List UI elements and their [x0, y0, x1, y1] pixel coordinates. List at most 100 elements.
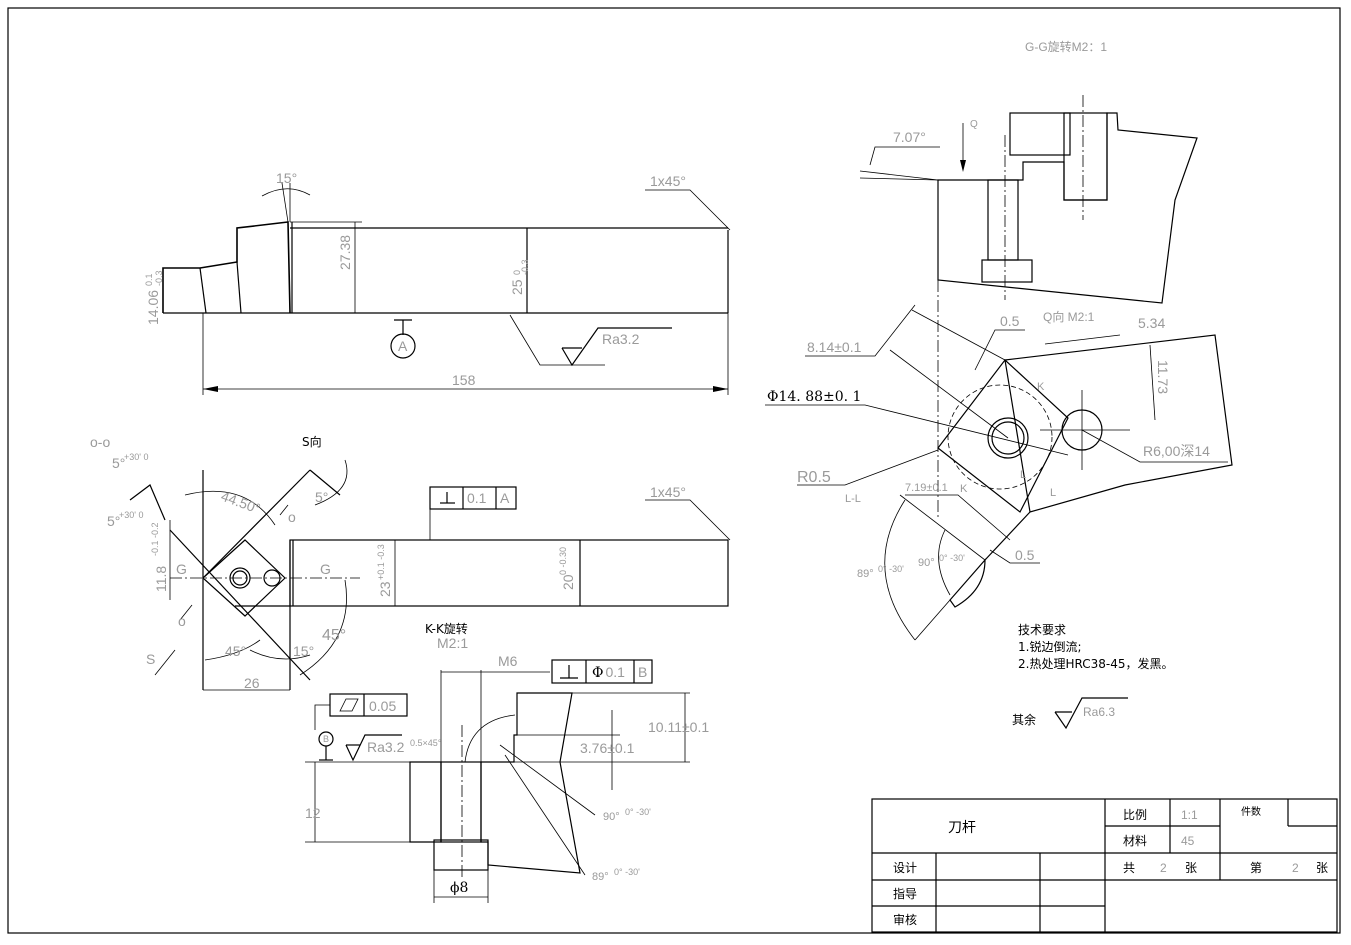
dim-20: 20: [560, 574, 576, 590]
head-tol-lower: -0.3: [154, 270, 164, 286]
kk-title: K-K旋转: [425, 621, 468, 636]
dim-phi8: ϕ8: [450, 880, 468, 896]
flatness-frame: 0.05: [314, 693, 408, 730]
angle-5-bottom: 5°: [107, 513, 120, 529]
section-oo-label: o-o: [90, 434, 110, 450]
head-tol-upper: 0.1: [144, 273, 154, 286]
length-158-dim: 158: [452, 372, 476, 388]
angle-89-tol: 0° -30': [614, 867, 640, 877]
front-chamfer-label: 1x45°: [650, 484, 686, 500]
angle-44-50: 44.50°: [219, 488, 263, 517]
front-view: 26 o-o 5° +30' 0 5° +30' 0 S向 44.50° 5° …: [90, 434, 731, 691]
review-label: 审核: [893, 912, 917, 927]
dim-12: 12: [305, 805, 321, 821]
angle-89: 89°: [592, 871, 609, 883]
guide-label: 指导: [893, 886, 917, 901]
dim-phi-14-88: Φ14. 88±0. 1: [767, 389, 861, 405]
dim-r6-depth: R6,00深14: [1143, 443, 1210, 459]
shank-25-tol-lower: -0.3: [520, 259, 530, 275]
dim-23-tol: +0.1 -0.3: [376, 544, 386, 580]
height-27-38: 27.38: [337, 235, 353, 270]
angle-90: 90°: [603, 811, 620, 823]
o-label-1: o: [288, 509, 296, 525]
technical-requirements: 技术要求 1.锐边倒流; 2.热处理HRC38-45，发黑。 其余 Ra6.3: [1012, 623, 1173, 730]
chamfer-05x45: 0.5×45°: [410, 738, 442, 748]
dim-7-19: 7.19±0.1: [905, 482, 948, 494]
shank-25-dim: 25: [509, 279, 525, 295]
sheet-label-pre: 第: [1250, 861, 1262, 875]
s-label: S: [146, 651, 155, 667]
dim-5-34: 5.34: [1138, 315, 1165, 331]
angle-7-07: 7.07°: [893, 129, 926, 145]
perp-tol-value: 0.1: [467, 490, 487, 506]
k-label-2: K: [960, 483, 968, 495]
angle-90-tol: 0° -30': [625, 807, 651, 817]
total-label-post: 张: [1185, 861, 1197, 875]
perp-b-datum: B: [638, 664, 647, 680]
rest-roughness: Ra6.3: [1083, 705, 1115, 719]
angle-5: 5°: [315, 489, 328, 505]
dim-11-73: 11.73: [1155, 360, 1171, 394]
view-s-label: S向: [302, 434, 322, 449]
dim-0-5-bottom: 0.5: [1015, 547, 1035, 563]
tool-head-outline: [162, 221, 291, 314]
datum-b: B: [323, 734, 329, 744]
part-name: 刀杆: [948, 820, 976, 836]
angle-15: 15°: [293, 643, 314, 659]
perpendicularity-frame-a: 0.1 A: [429, 486, 517, 540]
angle-45a: 45°: [225, 643, 246, 659]
q-label: Q: [970, 119, 978, 130]
perp-datum: A: [500, 490, 510, 506]
thread-m6: M6: [498, 653, 518, 669]
dim-20-tol: 0 -0.30: [558, 547, 568, 575]
top-view: 15° 1x45° 27.38 25 0 -0.3 14.06 0.1 -0.3…: [144, 170, 731, 395]
gg-title: G-G旋转M2：1: [1025, 39, 1107, 54]
tech-item-1: 1.锐边倒流;: [1018, 640, 1082, 654]
roughness-ra32: Ra3.2: [602, 331, 640, 347]
dim-8-14: 8.14±0.1: [807, 339, 862, 355]
angle-89-q-tol: 0° -30': [878, 564, 904, 574]
gg-section-view: G-G旋转M2：1 7.07° Q: [859, 39, 1198, 520]
g-label-2: G: [320, 561, 331, 577]
dim-10-11: 10.11±0.1: [648, 719, 709, 735]
angle-89-q: 89°: [857, 568, 874, 580]
sheet-label-post: 张: [1316, 861, 1328, 875]
dim-0-5-top: 0.5: [1000, 313, 1020, 329]
kk-roughness: Ra3.2: [367, 739, 405, 755]
flatness-tol: 0.05: [369, 698, 396, 714]
total-sheets: 2: [1160, 861, 1167, 875]
scale-label: 比例: [1123, 808, 1147, 822]
dim-23: 23: [377, 581, 393, 597]
shank-25-tol-upper: 0: [512, 270, 522, 275]
angle-5-bottom-tol: +30' 0: [119, 510, 144, 520]
section-ll: L-L: [845, 493, 861, 505]
dim-26: 26: [244, 675, 260, 691]
g-label-1: G: [176, 561, 187, 577]
rest-label: 其余: [1012, 712, 1036, 727]
quantity-label: 件数: [1241, 805, 1261, 818]
design-label: 设计: [893, 861, 917, 875]
material-label: 材料: [1123, 834, 1147, 848]
angle-90-q: 90°: [918, 557, 935, 569]
l-label-2: L: [1050, 487, 1056, 499]
q-view: Q向 M2:1 8.14±0.1 0.5 5.34 11.73 Φ14. 88±…: [765, 304, 1233, 641]
sheet-number: 2: [1292, 861, 1299, 875]
angle-90-q-tol: 0° -30': [939, 553, 965, 563]
material-value: 45: [1181, 834, 1195, 848]
total-label-pre: 共: [1123, 861, 1135, 875]
l-label-1: L: [1020, 469, 1026, 481]
chamfer-label: 1x45°: [650, 173, 686, 189]
datum-a-label: A: [398, 338, 408, 354]
dim-3-76: 3.76±0.1: [580, 740, 635, 756]
tech-item-2: 2.热处理HRC38-45，发黑。: [1018, 656, 1173, 671]
dim-r0-5: R0.5: [797, 469, 831, 486]
angle-5-top-tol: +30' 0: [124, 452, 149, 462]
angle-5-top: 5°: [112, 455, 125, 471]
o-label-2: o: [178, 613, 186, 629]
title-block: 刀杆 比例 1:1 件数 材料 45 设计 指导 审核 共 2 张 第 2 张: [871, 798, 1338, 933]
k-label-1: K: [1037, 381, 1045, 393]
